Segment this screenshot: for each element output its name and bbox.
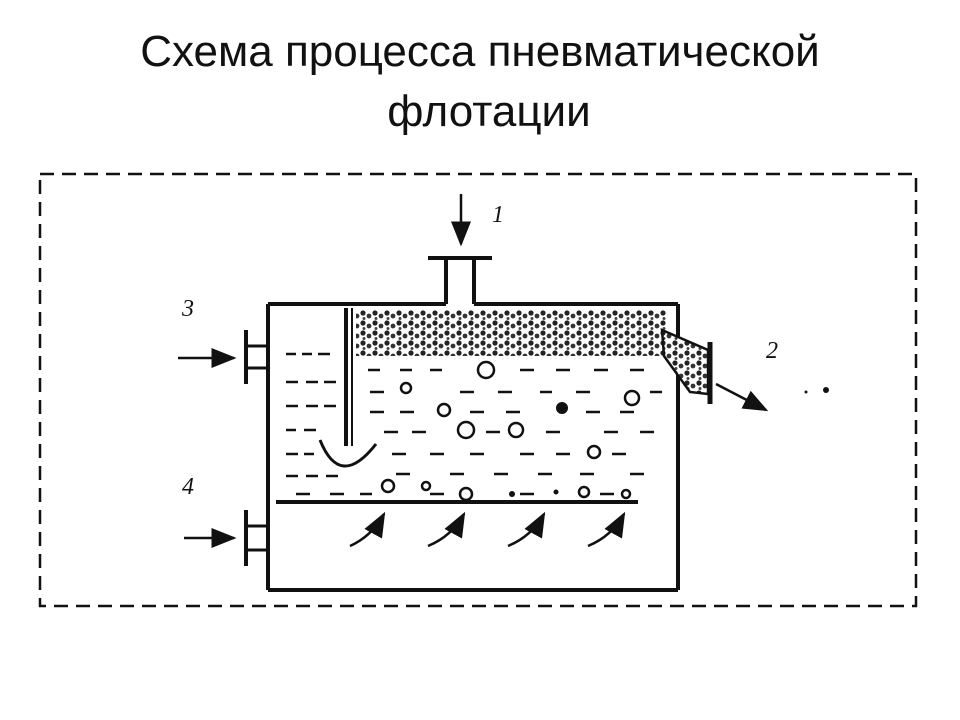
label-1: 1	[492, 202, 504, 228]
label-4: 4	[182, 474, 194, 500]
top-inlet-pipe	[428, 256, 492, 304]
air-bubbles	[380, 360, 641, 502]
title-line-2: флотации	[387, 87, 591, 136]
air-flow-arrows	[349, 511, 626, 548]
liquid-zone	[286, 352, 662, 496]
foam-particle	[823, 387, 829, 393]
dashed-boundary	[38, 172, 918, 608]
foam-layer	[356, 310, 666, 356]
label-2: 2	[766, 338, 778, 364]
label-3: 3	[181, 296, 194, 322]
side-inlet-4	[244, 510, 268, 566]
flotation-tank	[266, 302, 680, 592]
inner-baffle	[318, 308, 378, 468]
page-title: Схема процесса пневматической флотации	[0, 22, 960, 142]
particles	[509, 402, 568, 497]
outlet-arrow-2	[715, 382, 769, 412]
title-line-1: Схема процесса пневматической	[140, 27, 820, 76]
foam-particle	[804, 390, 808, 394]
side-inlet-3	[244, 330, 268, 384]
foam-outlet-chute	[660, 328, 713, 404]
